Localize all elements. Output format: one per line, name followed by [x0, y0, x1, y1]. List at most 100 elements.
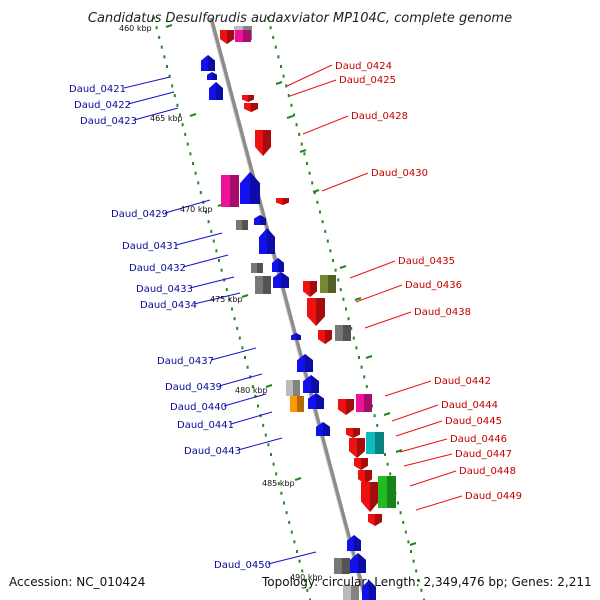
gene-feature-43[interactable] [350, 553, 366, 573]
gene-feature-9[interactable] [221, 175, 239, 207]
gene-feature-3[interactable] [201, 55, 215, 71]
gene-feature-1[interactable] [235, 30, 251, 42]
gene-feature-23[interactable] [335, 325, 351, 341]
gene-label-daud-0449[interactable]: Daud_0449 [465, 491, 522, 502]
leader-line-19 [355, 284, 403, 303]
gene-feature-39[interactable] [378, 476, 396, 508]
gene-feature-15[interactable] [251, 263, 263, 273]
gene-label-daud-0429[interactable]: Daud_0429 [111, 209, 168, 220]
gene-feature-41[interactable] [347, 535, 361, 551]
gene-feature-35[interactable] [366, 432, 384, 454]
gene-feature-36[interactable] [354, 458, 368, 470]
gene-label-daud-0422[interactable]: Daud_0422 [74, 100, 131, 111]
gene-label-daud-0442[interactable]: Daud_0442 [434, 376, 491, 387]
gene-label-daud-0443[interactable]: Daud_0443 [184, 446, 241, 457]
gene-feature-20[interactable] [320, 275, 336, 293]
kbp-tick-0 [165, 24, 173, 28]
gene-feature-27[interactable] [303, 375, 319, 393]
gene-label-daud-0428[interactable]: Daud_0428 [351, 111, 408, 122]
leader-line-20 [364, 311, 412, 329]
gene-feature-24[interactable] [291, 333, 301, 340]
topology-text: Topology: circular; Length: 2,349,476 bp… [261, 575, 592, 589]
gene-label-daud-0433[interactable]: Daud_0433 [136, 284, 193, 295]
outer-tick-6 [365, 355, 373, 359]
gene-feature-34[interactable] [349, 438, 365, 458]
gene-feature-38[interactable] [361, 482, 379, 512]
gene-feature-45[interactable] [362, 580, 376, 600]
gene-feature-21[interactable] [307, 298, 325, 326]
leader-line-9 [218, 373, 263, 387]
genome-backbone [208, 17, 368, 600]
gene-label-daud-0445[interactable]: Daud_0445 [445, 416, 502, 427]
gene-feature-7[interactable] [244, 103, 258, 112]
gene-label-daud-0430[interactable]: Daud_0430 [371, 168, 428, 179]
gene-feature-42[interactable] [334, 558, 350, 574]
kbp-tick-4 [265, 384, 273, 388]
gene-feature-40[interactable] [368, 514, 382, 526]
leader-line-24 [399, 438, 448, 453]
gene-feature-22[interactable] [318, 330, 332, 344]
gene-feature-10[interactable] [240, 172, 260, 204]
gene-label-daud-0437[interactable]: Daud_0437 [157, 356, 214, 367]
gene-feature-5[interactable] [209, 82, 223, 100]
leader-line-2 [133, 107, 179, 121]
gene-label-daud-0431[interactable]: Daud_0431 [122, 241, 179, 252]
gene-feature-32[interactable] [316, 422, 330, 436]
gene-feature-31[interactable] [356, 394, 372, 412]
gene-label-daud-0432[interactable]: Daud_0432 [129, 263, 186, 274]
kbp-tick-5 [294, 477, 302, 481]
gene-feature-14[interactable] [259, 228, 275, 254]
gene-label-daud-0441[interactable]: Daud_0441 [177, 420, 234, 431]
gene-feature-44[interactable] [343, 585, 359, 600]
gene-feature-11[interactable] [276, 198, 289, 205]
gene-feature-37[interactable] [358, 470, 372, 484]
gene-feature-16[interactable] [272, 258, 284, 272]
gene-feature-28[interactable] [290, 396, 304, 412]
gene-label-daud-0421[interactable]: Daud_0421 [69, 84, 126, 95]
gene-feature-18[interactable] [273, 272, 289, 288]
gene-feature-33[interactable] [346, 428, 360, 438]
outer-tick-0 [275, 81, 283, 85]
gene-feature-25[interactable] [297, 354, 313, 372]
kbp-490: 490 kbp [290, 573, 323, 582]
gene-label-daud-0425[interactable]: Daud_0425 [339, 75, 396, 86]
leader-line-26 [409, 470, 457, 487]
outer-tick-9 [409, 542, 417, 546]
gene-feature-19[interactable] [303, 281, 317, 297]
gene-label-daud-0450[interactable]: Daud_0450 [214, 560, 271, 571]
leader-line-6 [189, 276, 235, 289]
accession-text: Accession: NC_010424 [9, 575, 145, 589]
gene-label-daud-0439[interactable]: Daud_0439 [165, 382, 222, 393]
gene-feature-29[interactable] [308, 393, 324, 409]
gene-feature-8[interactable] [255, 130, 271, 156]
gene-label-daud-0424[interactable]: Daud_0424 [335, 61, 392, 72]
kbp-470: 470 kbp [180, 205, 213, 214]
gene-label-daud-0444[interactable]: Daud_0444 [441, 400, 498, 411]
map-title: Candidatus Desulforudis audaxviator MP10… [88, 11, 512, 26]
gene-label-daud-0434[interactable]: Daud_0434 [140, 300, 197, 311]
gene-label-daud-0446[interactable]: Daud_0446 [450, 434, 507, 445]
gene-label-daud-0438[interactable]: Daud_0438 [414, 307, 471, 318]
gene-feature-26[interactable] [286, 380, 300, 396]
kbp-tick-3 [241, 294, 249, 298]
gene-feature-4[interactable] [207, 72, 217, 80]
kbp-465: 465 kbp [150, 114, 183, 123]
gene-feature-13[interactable] [254, 215, 266, 225]
gene-label-daud-0447[interactable]: Daud_0447 [455, 449, 512, 460]
gene-label-daud-0435[interactable]: Daud_0435 [398, 256, 455, 267]
gene-feature-17[interactable] [255, 276, 271, 294]
leader-line-10 [223, 393, 267, 407]
leader-line-5 [182, 254, 229, 268]
gene-feature-2[interactable] [220, 30, 234, 44]
gene-feature-12[interactable] [236, 220, 248, 230]
gene-feature-30[interactable] [338, 399, 354, 415]
gene-label-daud-0423[interactable]: Daud_0423 [80, 116, 137, 127]
gene-label-daud-0440[interactable]: Daud_0440 [170, 402, 227, 413]
gene-label-daud-0448[interactable]: Daud_0448 [459, 466, 516, 477]
kbp-460: 460 kbp [119, 24, 152, 33]
gene-label-daud-0436[interactable]: Daud_0436 [405, 280, 462, 291]
kbp-480: 480 kbp [235, 386, 268, 395]
leader-line-25 [403, 453, 453, 467]
leader-line-8 [210, 347, 257, 361]
gene-feature-6[interactable] [242, 95, 254, 102]
